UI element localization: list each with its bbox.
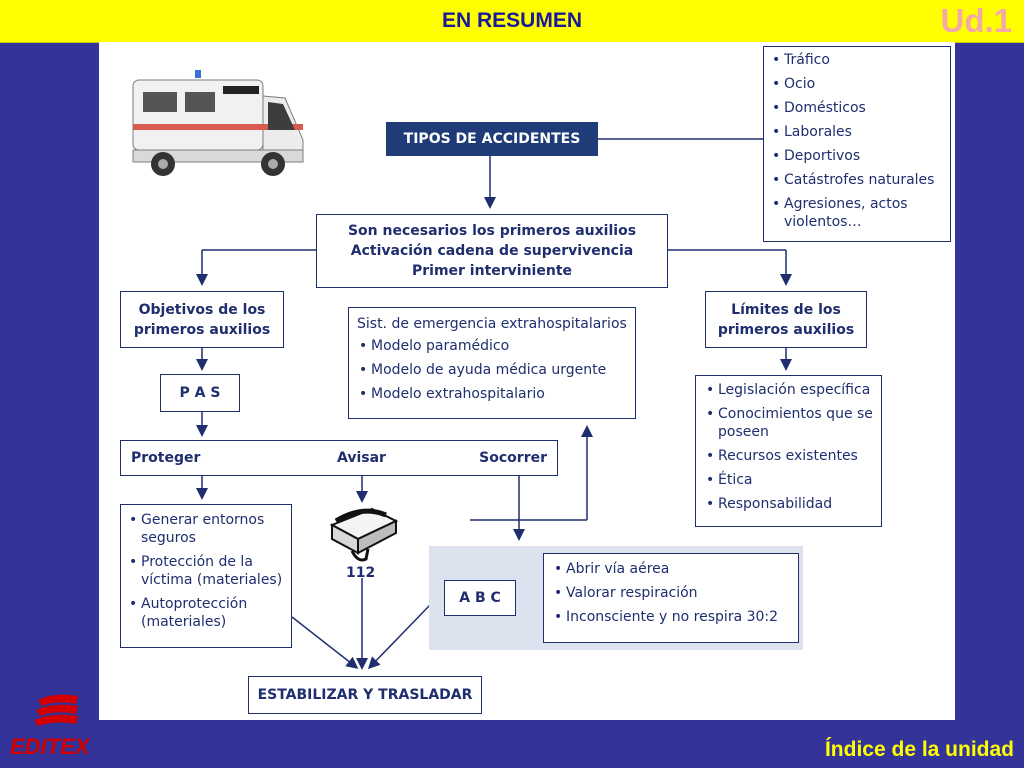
unit-index-link[interactable]: Índice de la unidad (824, 738, 1014, 761)
objetivos-box: Objetivos de los primeros auxilios (120, 291, 284, 348)
top-bar: EN RESUMEN Ud.1 (0, 0, 1024, 43)
avisar-label: Avisar (337, 450, 386, 466)
sist-title: Sist. de emergencia extrahospitalarios (357, 316, 627, 332)
pas-actions-box: Proteger Avisar Socorrer (120, 440, 558, 476)
list-item: Catástrofes naturales (770, 171, 944, 189)
sist-list: Modelo paramédico Modelo de ayuda médica… (357, 337, 627, 403)
list-item: Conocimientos que se poseen (704, 405, 873, 441)
telephone-icon (329, 507, 399, 562)
tipos-accidentes-title: TIPOS DE ACCIDENTES (403, 131, 581, 147)
limites-list: Legislación específica Conocimientos que… (704, 381, 873, 513)
proteger-list: Generar entornos seguros Protección de l… (127, 511, 285, 631)
socorrer-label: Socorrer (479, 450, 547, 466)
list-item: Abrir vía aérea (552, 560, 790, 578)
tipos-list: Tráfico Ocio Domésticos Laborales Deport… (770, 51, 944, 231)
sist-emergencia-box: Sist. de emergencia extrahospitalarios M… (348, 307, 636, 419)
abc-list-box: Abrir vía aérea Valorar respiración Inco… (543, 553, 799, 643)
central-line-2: Activación cadena de supervivencia (350, 243, 634, 259)
list-item: Responsabilidad (704, 495, 873, 513)
list-item: Autoprotección (materiales) (127, 595, 285, 631)
list-item: Generar entornos seguros (127, 511, 285, 547)
tipos-accidentes-box: TIPOS DE ACCIDENTES (386, 122, 598, 156)
pas-box: P A S (160, 374, 240, 412)
pas-label: P A S (179, 385, 221, 401)
central-box: Son necesarios los primeros auxilios Act… (316, 214, 668, 288)
unit-label: Ud.1 (940, 2, 1012, 39)
list-item: Modelo paramédico (357, 337, 627, 355)
list-item: Inconsciente y no respira 30:2 (552, 608, 790, 626)
editex-logo: EDITEX (8, 690, 108, 760)
list-item: Legislación específica (704, 381, 873, 399)
list-item: Modelo extrahospitalario (357, 385, 627, 403)
estabilizar-box: ESTABILIZAR Y TRASLADAR (248, 676, 482, 714)
list-item: Protección de la víctima (materiales) (127, 553, 285, 589)
abc-box: A B C (444, 580, 516, 616)
objetivos-label: Objetivos de los primeros auxilios (133, 301, 271, 338)
list-item: Valorar respiración (552, 584, 790, 602)
central-line-3: Primer interviniente (411, 263, 573, 279)
limites-box: Límites de los primeros auxilios (705, 291, 867, 348)
tipos-list-box: Tráfico Ocio Domésticos Laborales Deport… (763, 46, 951, 242)
abc-list: Abrir vía aérea Valorar respiración Inco… (552, 560, 790, 626)
list-item: Ocio (770, 75, 944, 93)
list-item: Laborales (770, 123, 944, 141)
list-item: Tráfico (770, 51, 944, 69)
list-item: Modelo de ayuda médica urgente (357, 361, 627, 379)
logo-text: EDITEX (10, 734, 91, 759)
list-item: Ética (704, 471, 873, 489)
proteger-label: Proteger (131, 450, 201, 466)
limites-list-box: Legislación específica Conocimientos que… (695, 375, 882, 527)
list-item: Agresiones, actos violentos… (770, 195, 944, 231)
list-item: Recursos existentes (704, 447, 873, 465)
list-item: Deportivos (770, 147, 944, 165)
limites-label: Límites de los primeros auxilios (717, 301, 855, 338)
list-item: Domésticos (770, 99, 944, 117)
central-line-1: Son necesarios los primeros auxilios (347, 223, 637, 239)
phone-number: 112 (346, 565, 376, 581)
proteger-list-box: Generar entornos seguros Protección de l… (120, 504, 292, 648)
abc-label: A B C (459, 590, 501, 606)
page-title: EN RESUMEN (441, 9, 583, 32)
estabilizar-label: ESTABILIZAR Y TRASLADAR (257, 687, 473, 703)
ambulance-illustration (132, 70, 304, 176)
